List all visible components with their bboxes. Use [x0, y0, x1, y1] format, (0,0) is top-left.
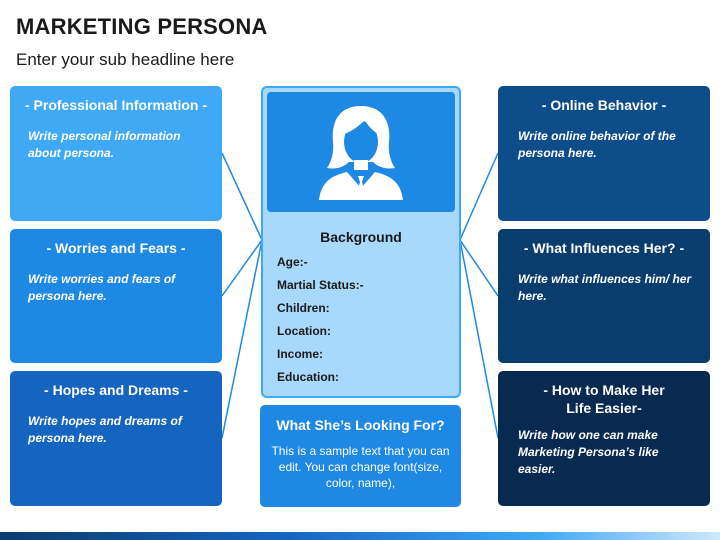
connector-hopes	[221, 239, 263, 439]
card-body: Write worries and fears of persona here.	[28, 272, 176, 303]
card-body: Write personal information about persona…	[28, 129, 181, 160]
bottom-accent-bar	[0, 532, 720, 540]
businesswoman-avatar-icon	[319, 106, 403, 200]
card-title: - How to Make Her Life Easier-	[543, 382, 665, 416]
card-title: - Professional Information -	[24, 97, 207, 113]
card-body: Write hopes and dreams of persona here.	[28, 414, 182, 445]
card-how-to-make-her-life-easier: - How to Make Her Life Easier- Write how…	[498, 371, 710, 506]
connector-influences	[459, 239, 499, 297]
avatar	[267, 92, 455, 212]
field-children: Children:	[277, 301, 330, 315]
field-income: Income:	[277, 347, 324, 361]
page-subtitle: Enter your sub headline here	[16, 50, 235, 69]
field-age: Age:-	[277, 255, 308, 269]
card-body: Write how one can make Marketing Persona…	[518, 428, 659, 476]
looking-for-box: What She’s Looking For? This is a sample…	[260, 405, 461, 507]
field-location: Location:	[277, 324, 331, 338]
card-title: - Worries and Fears -	[46, 240, 186, 256]
connector-professional	[221, 152, 263, 241]
card-body: Write online behavior of the persona her…	[518, 129, 676, 160]
background-panel: Background Age:- Martial Status:- Childr…	[261, 86, 461, 398]
card-title: - Hopes and Dreams -	[44, 382, 188, 398]
card-what-influences-her: - What Influences Her? - Write what infl…	[498, 229, 710, 363]
connector-online	[459, 152, 499, 241]
card-worries-and-fears: - Worries and Fears - Write worries and …	[10, 229, 222, 363]
field-martial-status: Martial Status:-	[277, 278, 364, 292]
page-title: MARKETING PERSONA	[16, 14, 268, 39]
card-title: - What Influences Her? -	[523, 240, 685, 256]
card-professional-information: - Professional Information - Write perso…	[10, 86, 222, 221]
card-hopes-and-dreams: - Hopes and Dreams - Write hopes and dre…	[10, 371, 222, 506]
connector-easier	[459, 239, 499, 439]
card-body: Write what influences him/ her here.	[518, 272, 692, 303]
card-online-behavior: - Online Behavior - Write online behavio…	[498, 86, 710, 221]
card-title: - Online Behavior -	[541, 97, 667, 113]
looking-for-title: What She’s Looking For?	[276, 417, 445, 433]
looking-for-body: This is a sample text that you can edit.…	[271, 444, 450, 490]
field-education: Education:	[277, 370, 339, 384]
background-title: Background	[320, 229, 402, 245]
connector-worries	[221, 239, 263, 297]
